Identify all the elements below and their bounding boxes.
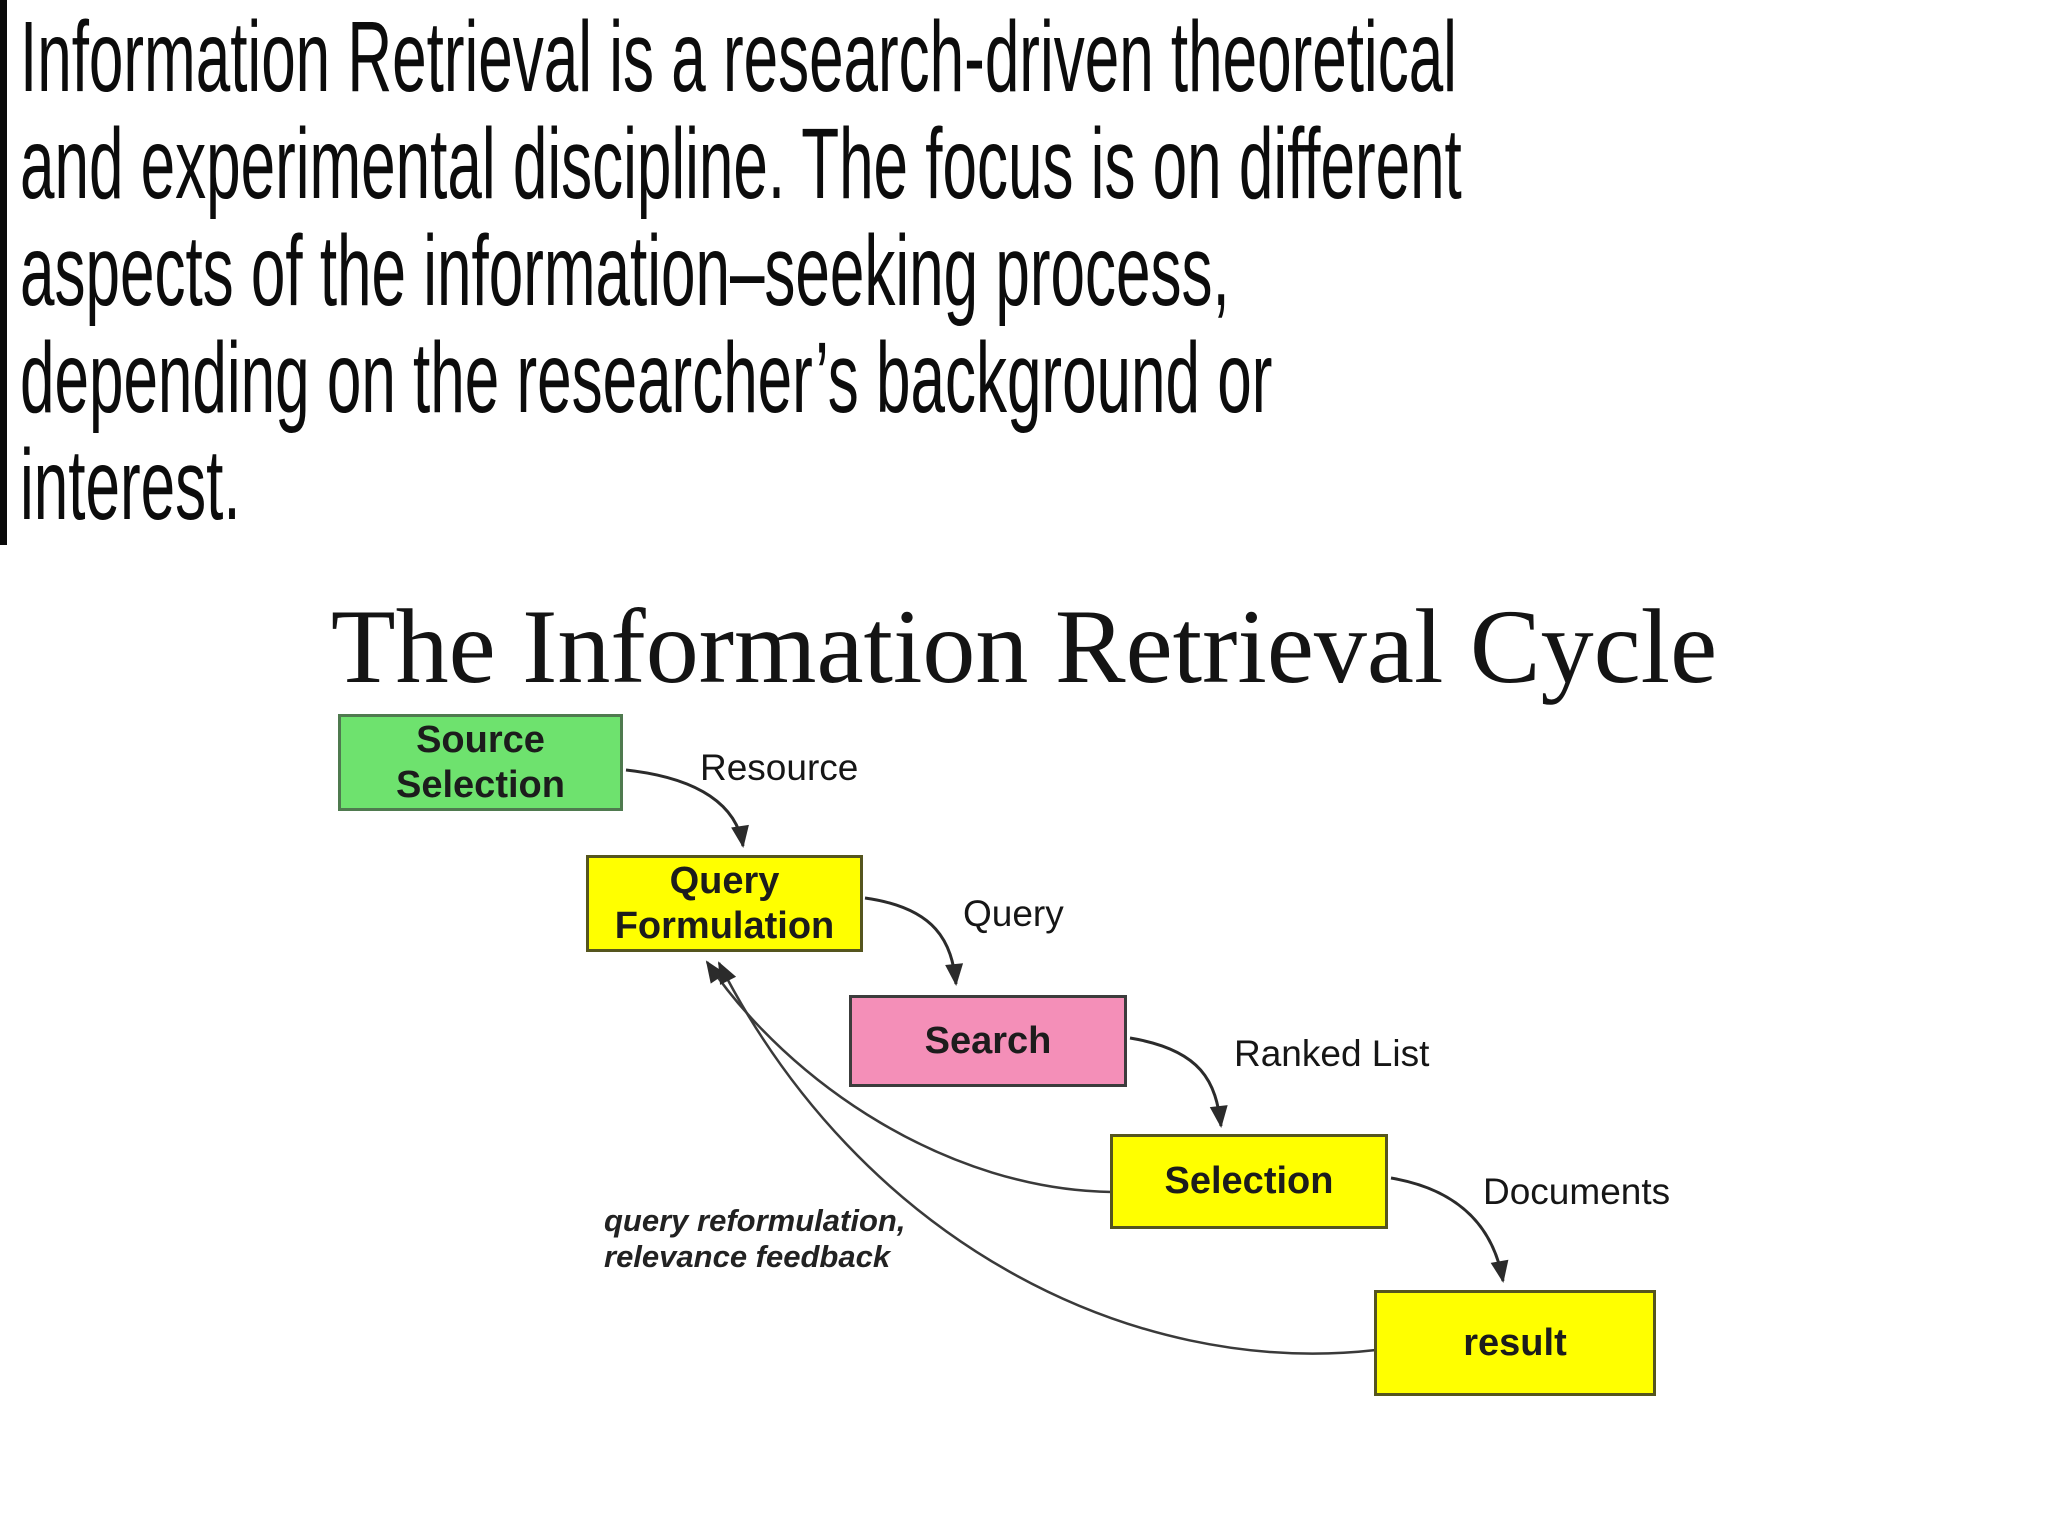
node-source-selection-label: Source Selection <box>396 718 565 806</box>
left-edge-artifact <box>0 0 7 545</box>
edge-label-ranked-list: Ranked List <box>1234 1033 1430 1074</box>
intro-paragraph: Information Retrieval is a research-driv… <box>20 4 2048 539</box>
feedback-note: query reformulation, relevance feedback <box>604 1203 905 1275</box>
edge-label-resource: Resource <box>700 747 859 788</box>
node-selection-label: Selection <box>1164 1160 1334 1203</box>
intro-line: interest. <box>20 429 241 541</box>
intro-line: and experimental discipline. The focus i… <box>20 108 1462 220</box>
node-selection: Selection <box>1110 1134 1388 1229</box>
node-query-formulation-label: Query Formulation <box>614 859 835 947</box>
node-search: Search <box>849 995 1127 1087</box>
node-source-selection: Source Selection <box>338 714 623 811</box>
feedback-note-line1: query reformulation, <box>604 1203 906 1238</box>
ranked-list-arrow <box>1129 1036 1228 1128</box>
node-result: result <box>1374 1290 1656 1396</box>
node-result-label: result <box>1463 1321 1567 1364</box>
node-search-label: Search <box>924 1019 1052 1062</box>
intro-line: aspects of the information–seeking proce… <box>20 215 1230 327</box>
intro-line: depending on the researcher’s background… <box>20 322 1273 434</box>
edge-label-query: Query <box>963 893 1064 934</box>
diagram-title: The Information Retrieval Cycle <box>330 588 1718 705</box>
feedback-note-line2: relevance feedback <box>604 1238 891 1274</box>
edge-label-documents: Documents <box>1483 1171 1671 1212</box>
intro-line: Information Retrieval is a research-driv… <box>20 1 1457 113</box>
node-query-formulation: Query Formulation <box>586 855 863 952</box>
query-arrow <box>864 896 964 986</box>
